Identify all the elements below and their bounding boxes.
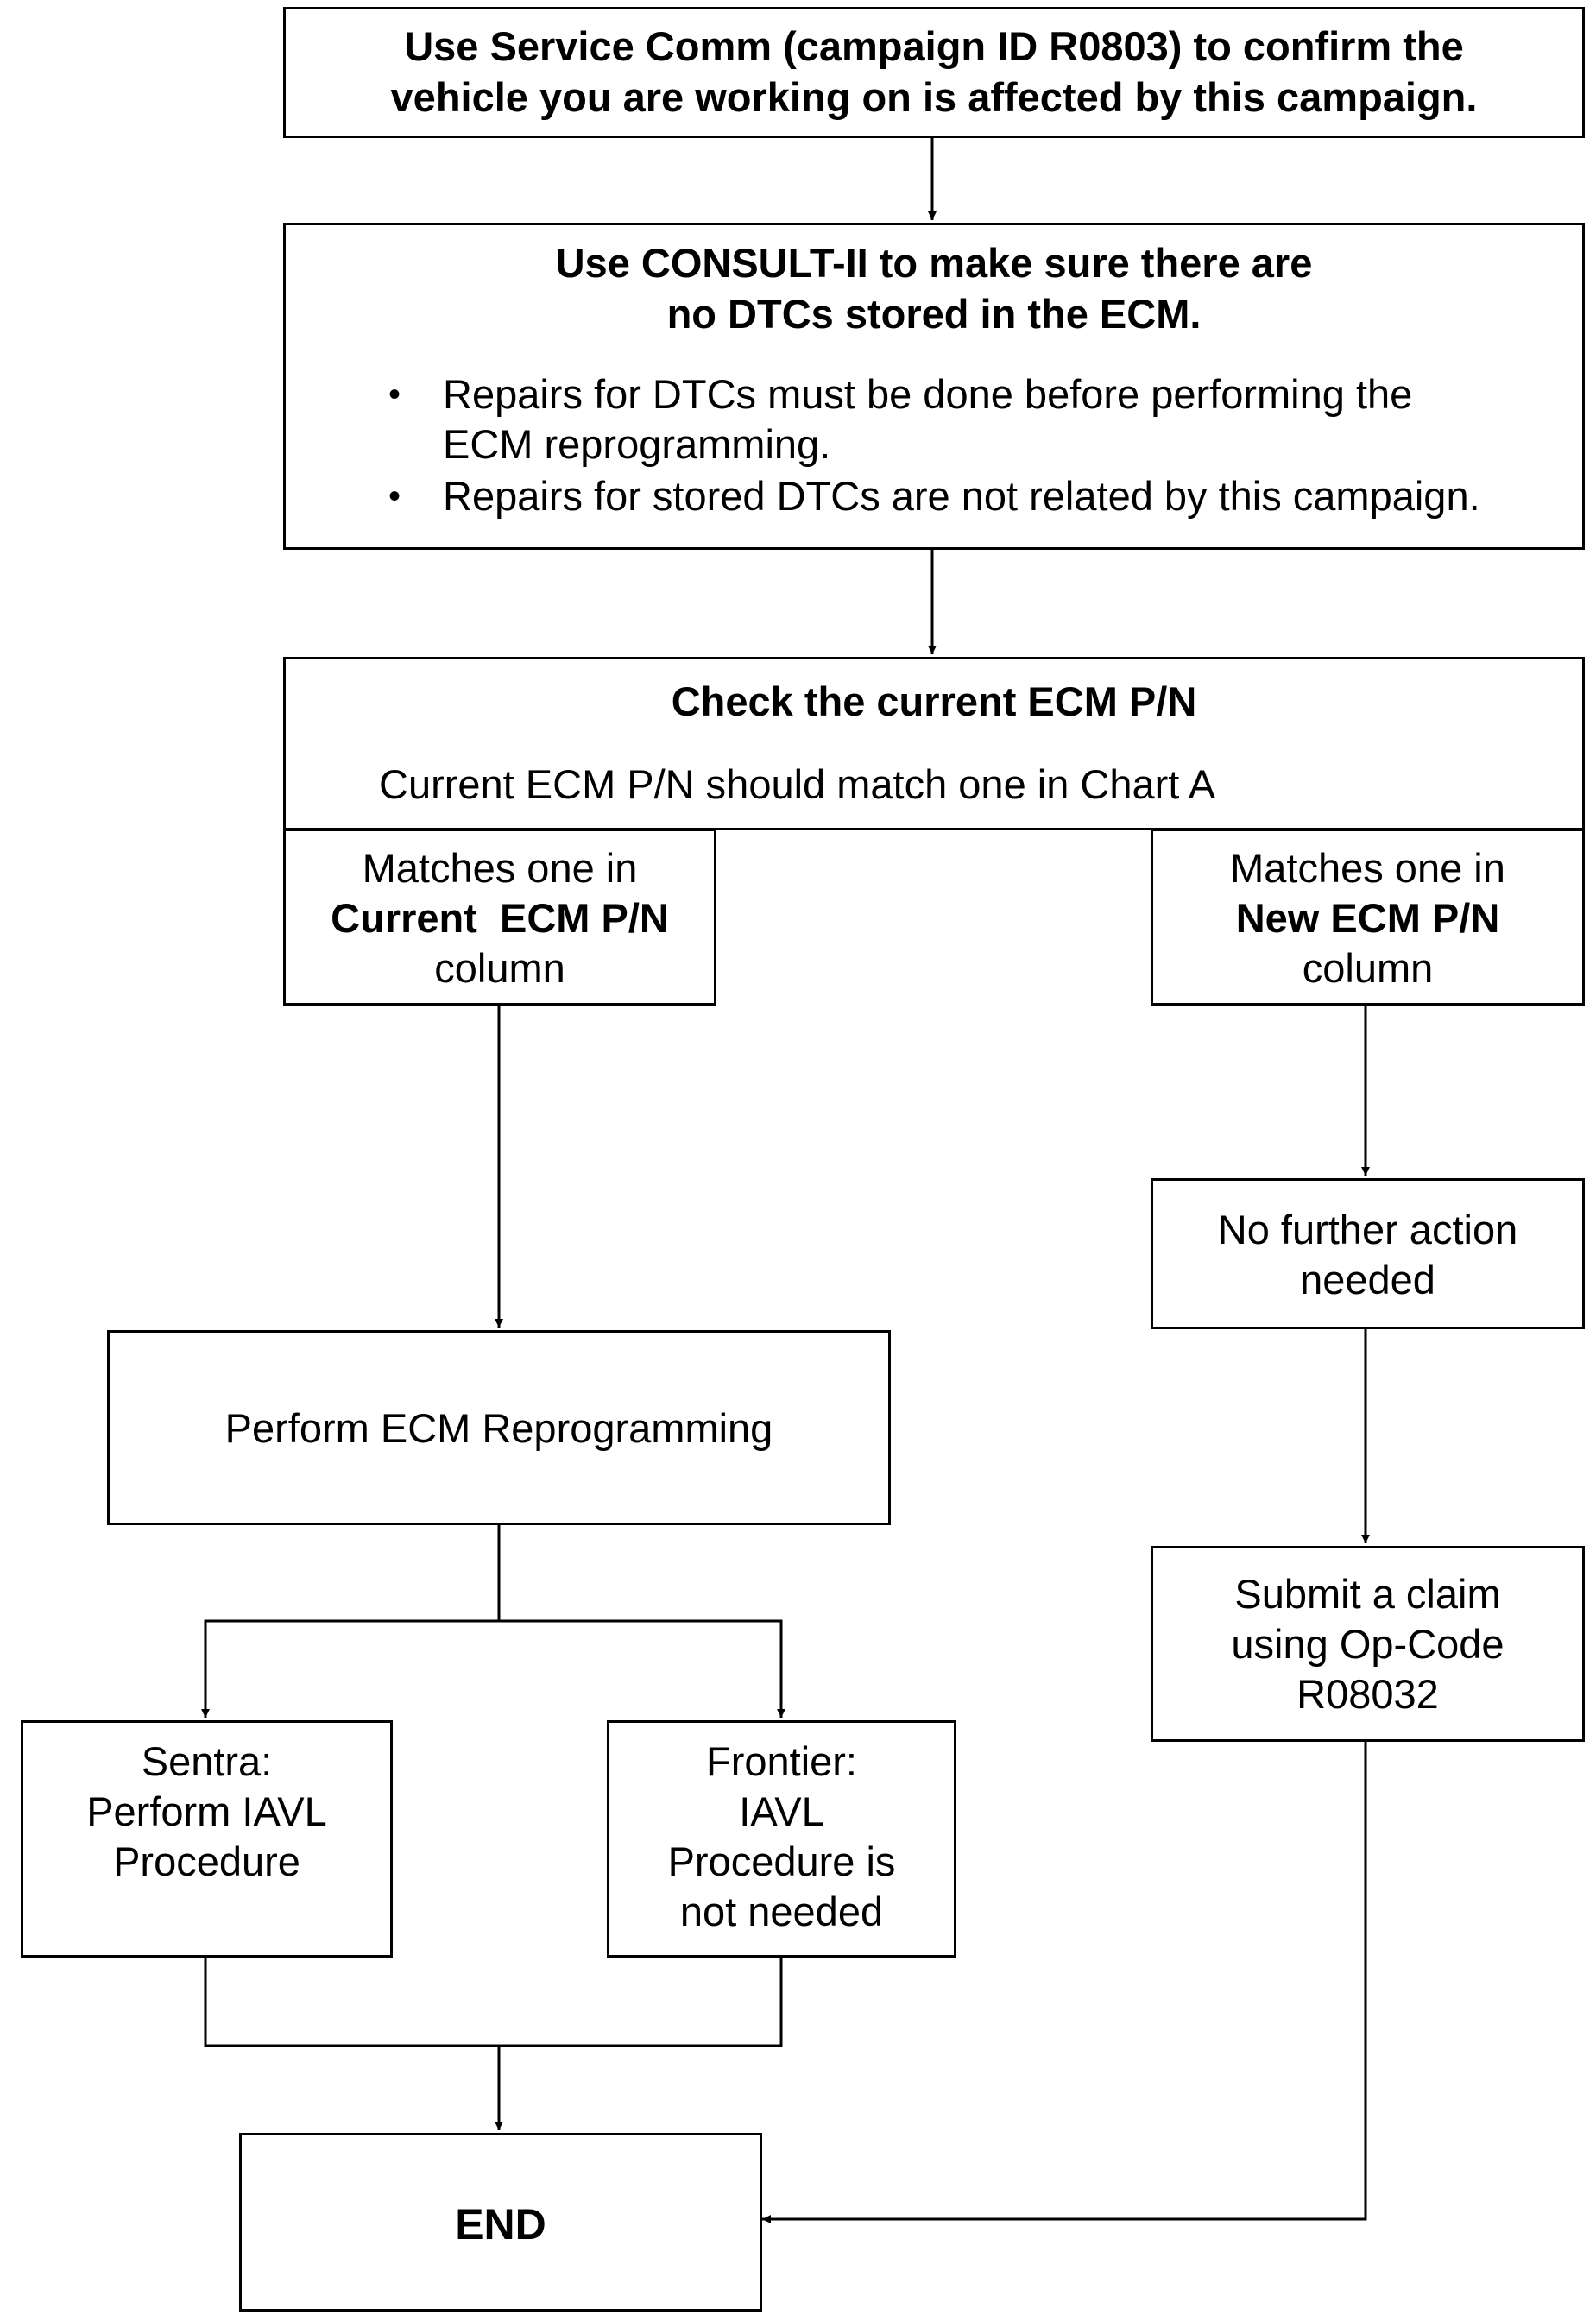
step-dtc-title-1: Use CONSULT-II to make sure there are <box>555 240 1313 286</box>
no-action-line-1: No further action <box>1217 1207 1518 1252</box>
step-end: END <box>239 2133 762 2312</box>
step-confirm-campaign: Use Service Comm (campaign ID R0803) to … <box>283 7 1585 138</box>
reprogramming-label: Perform ECM Reprogramming <box>224 1405 773 1451</box>
step-frontier-iavl: Frontier: IAVL Procedure is not needed <box>607 1720 956 1958</box>
frontier-line-4: not needed <box>679 1889 884 1934</box>
dtc-bullet-1-line-2: ECM reprogramming. <box>443 421 831 467</box>
connector-reprogram-split-right <box>499 1619 785 1718</box>
bullet-dot-icon: • <box>388 477 401 515</box>
frontier-line-3: Procedure is <box>667 1839 896 1884</box>
arrow-claim-to-end <box>762 1742 1367 2223</box>
dtc-bullet-list: • Repairs for DTCs must be done before p… <box>388 369 1574 521</box>
step-check-dtcs: Use CONSULT-II to make sure there are no… <box>283 223 1585 550</box>
dtc-bullet-2: • Repairs for stored DTCs are not relate… <box>388 471 1574 521</box>
frontier-line-1: Frontier: <box>706 1738 857 1784</box>
claim-line-1: Submit a claim <box>1234 1571 1501 1617</box>
sentra-line-3: Procedure <box>113 1839 300 1884</box>
dtc-bullet-1-line-1: Repairs for DTCs must be done before per… <box>443 371 1413 417</box>
step-confirm-line-2: vehicle you are working on is affected b… <box>390 74 1478 120</box>
branch-new-line-3: column <box>1302 945 1434 991</box>
step-submit-claim: Submit a claim using Op-Code R08032 <box>1151 1546 1585 1742</box>
step-sentra-iavl: Sentra: Perform IAVL Procedure <box>21 1720 393 1958</box>
branch-current-line-1: Matches one in <box>362 845 638 891</box>
claim-line-3: R08032 <box>1296 1671 1439 1717</box>
sentra-line-1: Sentra: <box>141 1738 273 1784</box>
branch-new-line-2: New ECM P/N <box>1235 895 1500 941</box>
end-label: END <box>455 2200 546 2248</box>
step-ecm-subtitle: Current ECM P/N should match one in Char… <box>379 761 1216 807</box>
step-check-ecm-pn: Check the current ECM P/N Current ECM P/… <box>283 657 1585 830</box>
bullet-dot-icon: • <box>388 375 401 413</box>
connector-merge-left <box>204 1958 783 2047</box>
claim-line-2: using Op-Code <box>1231 1621 1505 1667</box>
branch-current-ecm-pn: Matches one in Current ECM P/N column <box>283 829 716 1006</box>
step-dtc-title-2: no DTCs stored in the ECM. <box>666 291 1202 337</box>
connector-reprogram-split <box>201 1525 501 1718</box>
no-action-line-2: needed <box>1300 1257 1435 1302</box>
step-ecm-title: Check the current ECM P/N <box>671 678 1197 724</box>
branch-new-ecm-pn: Matches one in New ECM P/N column <box>1151 829 1585 1006</box>
sentra-line-2: Perform IAVL <box>86 1788 327 1834</box>
step-perform-reprogramming: Perform ECM Reprogramming <box>107 1330 891 1525</box>
step-confirm-line-1: Use Service Comm (campaign ID R0803) to … <box>404 23 1464 69</box>
dtc-bullet-2-text: Repairs for stored DTCs are not related … <box>443 473 1480 519</box>
branch-current-line-3: column <box>434 945 565 991</box>
frontier-line-2: IAVL <box>739 1788 824 1834</box>
branch-new-line-1: Matches one in <box>1230 845 1505 891</box>
branch-current-line-2: Current ECM P/N <box>331 895 669 941</box>
dtc-bullet-1: • Repairs for DTCs must be done before p… <box>388 369 1574 470</box>
step-no-further-action: No further action needed <box>1151 1178 1585 1329</box>
